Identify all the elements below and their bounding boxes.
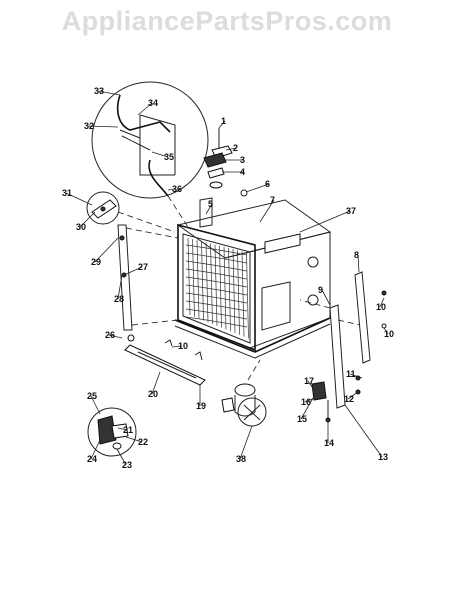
callout-label: 20	[148, 389, 158, 399]
callout-label: 7	[270, 195, 275, 205]
callout-label: 31	[62, 188, 72, 198]
tub-assembly	[174, 199, 332, 359]
leader-line	[357, 254, 360, 273]
callout-label: 3	[240, 155, 245, 165]
leader-line	[379, 297, 385, 308]
callout-label: 32	[84, 121, 94, 131]
kick-plate	[124, 339, 206, 386]
leader-line	[90, 439, 101, 460]
leader-line	[167, 188, 177, 191]
detail-circle-left	[86, 191, 176, 233]
callout-label: 36	[172, 184, 182, 194]
leader-line	[205, 203, 213, 215]
leader-line	[151, 151, 169, 158]
callout-label: 28	[114, 294, 124, 304]
leader-line	[225, 147, 238, 151]
leader-line	[171, 345, 183, 348]
callout-label: 13	[378, 452, 388, 462]
leader-line	[87, 125, 119, 128]
callout-label: 37	[346, 206, 356, 216]
callout-label: 5	[208, 199, 213, 209]
callout-label: 29	[91, 257, 101, 267]
callout-label: 38	[236, 454, 246, 464]
leader-line	[239, 425, 253, 460]
callout-label: 9	[318, 285, 323, 295]
leader-line	[307, 380, 315, 391]
leader-line	[65, 192, 93, 206]
callout-label: 8	[354, 250, 359, 260]
leader-line	[108, 334, 123, 339]
leader-line	[300, 397, 314, 420]
leader-line	[90, 395, 101, 415]
callout-label: 1	[221, 116, 226, 126]
callout-label: 6	[265, 179, 270, 189]
callout-label: 33	[94, 86, 104, 96]
leader-line	[123, 266, 143, 276]
leader-lines	[65, 90, 389, 466]
callout-label: 12	[344, 394, 354, 404]
leader-line	[94, 237, 119, 263]
pump-motor	[221, 359, 267, 427]
leader-line	[304, 397, 316, 403]
callout-label: 4	[240, 167, 245, 177]
callout-label: 23	[122, 460, 132, 470]
leader-line	[383, 327, 389, 335]
callout-label: 10	[384, 329, 394, 339]
callout-label: 34	[148, 98, 158, 108]
top-parts	[199, 128, 248, 228]
callout-label: 2	[233, 143, 238, 153]
leader-line	[137, 102, 153, 116]
callout-label: 11	[346, 369, 356, 379]
callout-label: 16	[301, 397, 311, 407]
leader-line	[344, 404, 383, 458]
leader-line	[125, 436, 143, 443]
callout-label: 22	[138, 437, 148, 447]
callout-label: 19	[196, 401, 206, 411]
leader-line	[349, 373, 363, 379]
leader-line	[97, 90, 121, 96]
watermark: AppliancePartsPros.com	[61, 6, 393, 36]
leader-line	[151, 371, 161, 395]
leveling-parts	[311, 381, 331, 423]
left-side-strip	[117, 224, 179, 342]
leader-line	[116, 448, 127, 466]
leader-line	[259, 199, 275, 223]
callout-label: 21	[123, 425, 133, 435]
detail-circle-bottom	[87, 407, 137, 457]
leader-line	[245, 183, 270, 193]
callout-label: 30	[76, 222, 86, 232]
callout-label: 24	[87, 454, 97, 464]
detail-circle-top	[91, 81, 209, 231]
callout-label: 15	[297, 414, 307, 424]
leader-line	[299, 210, 351, 233]
callout-label: 14	[324, 438, 334, 448]
leader-line	[347, 391, 359, 400]
callout-label: 26	[105, 330, 115, 340]
callout-label: 10	[178, 341, 188, 351]
leader-line	[79, 211, 96, 228]
callout-label: 17	[304, 376, 314, 386]
leader-line	[321, 289, 331, 306]
leader-line	[117, 427, 128, 431]
callout-label: 10	[376, 302, 386, 312]
leader-line	[218, 120, 226, 129]
callout-label: 35	[164, 152, 174, 162]
callout-labels: 1234567891010101112131415161719202122232…	[62, 86, 394, 470]
callout-label: 25	[87, 391, 97, 401]
leader-line	[117, 274, 123, 300]
callout-label: 27	[138, 262, 148, 272]
